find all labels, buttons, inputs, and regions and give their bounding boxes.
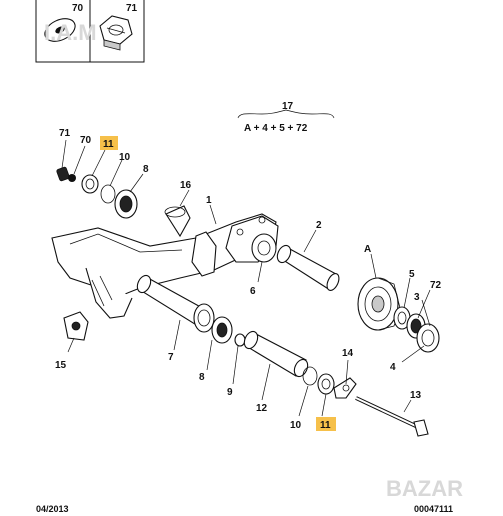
watermark-top-left: I.A.M: [44, 20, 97, 45]
callout-13: 13: [410, 390, 422, 401]
part-71-cap: [56, 166, 70, 182]
footer: 04/2013 00047111 BAZAR: [36, 476, 463, 514]
callout-2: 2: [316, 220, 322, 231]
panel-70-label: 70: [72, 3, 84, 14]
callout-15: 15: [55, 360, 67, 371]
callout-10-bottom: 10: [290, 420, 302, 431]
callout-6: 6: [250, 286, 256, 297]
footer-doc-number: 00047111: [414, 504, 453, 514]
axle-beam: [51, 213, 279, 319]
assembly-number: 17: [282, 101, 294, 112]
wheel-hub-assembly: [357, 277, 440, 353]
lower-right-fasteners: [302, 366, 429, 437]
callout-11-bottom: 11: [320, 420, 331, 431]
callout-A: A: [364, 244, 371, 255]
callout-11-top: 11: [103, 139, 114, 150]
panel-71-label: 71: [126, 3, 138, 14]
callout-1: 1: [206, 195, 212, 206]
assembly-formula: 17 A + 4 + 5 + 72: [237, 101, 335, 134]
callout-70: 70: [80, 135, 92, 146]
callout-7: 7: [168, 352, 174, 363]
callout-11-bottom-highlight: [316, 417, 336, 431]
callout-16: 16: [180, 180, 192, 191]
callout-9: 9: [227, 387, 233, 398]
assembly-formula-text: A + 4 + 5 + 72: [244, 123, 308, 134]
leader-lines: [61, 139, 431, 417]
watermark-bottom-right: BAZAR: [386, 476, 463, 501]
left-bearing-stack: [56, 166, 138, 219]
tube-12: [243, 330, 309, 378]
washer-icon: [44, 18, 76, 42]
callout-8-bottom: 8: [199, 372, 205, 383]
callout-10-top: 10: [119, 152, 131, 163]
callout-14: 14: [342, 348, 354, 359]
tube-2: [276, 244, 340, 291]
part-70-washer: [68, 174, 76, 182]
footer-date: 04/2013: [36, 504, 69, 514]
callout-4: 4: [390, 362, 396, 373]
callout-8-top: 8: [143, 164, 149, 175]
assembly-brace: [237, 109, 335, 119]
callout-71: 71: [59, 128, 71, 139]
bracket-15: [63, 311, 89, 341]
callout-3: 3: [414, 292, 420, 303]
bump-stop-16: [164, 205, 191, 238]
callout-5: 5: [409, 269, 415, 280]
callout-12: 12: [256, 403, 268, 414]
callout-11-highlight: [100, 136, 118, 150]
nut-icon: [99, 15, 133, 51]
callout-labels: 71 70 11 10 8 16 1 2 6 A 5 72 3 4 15 7 8…: [55, 128, 442, 431]
callout-72: 72: [430, 280, 442, 291]
torsion-tube-7: [136, 274, 246, 347]
top-inset-panels: 70 71 I.A.M: [35, 0, 145, 63]
